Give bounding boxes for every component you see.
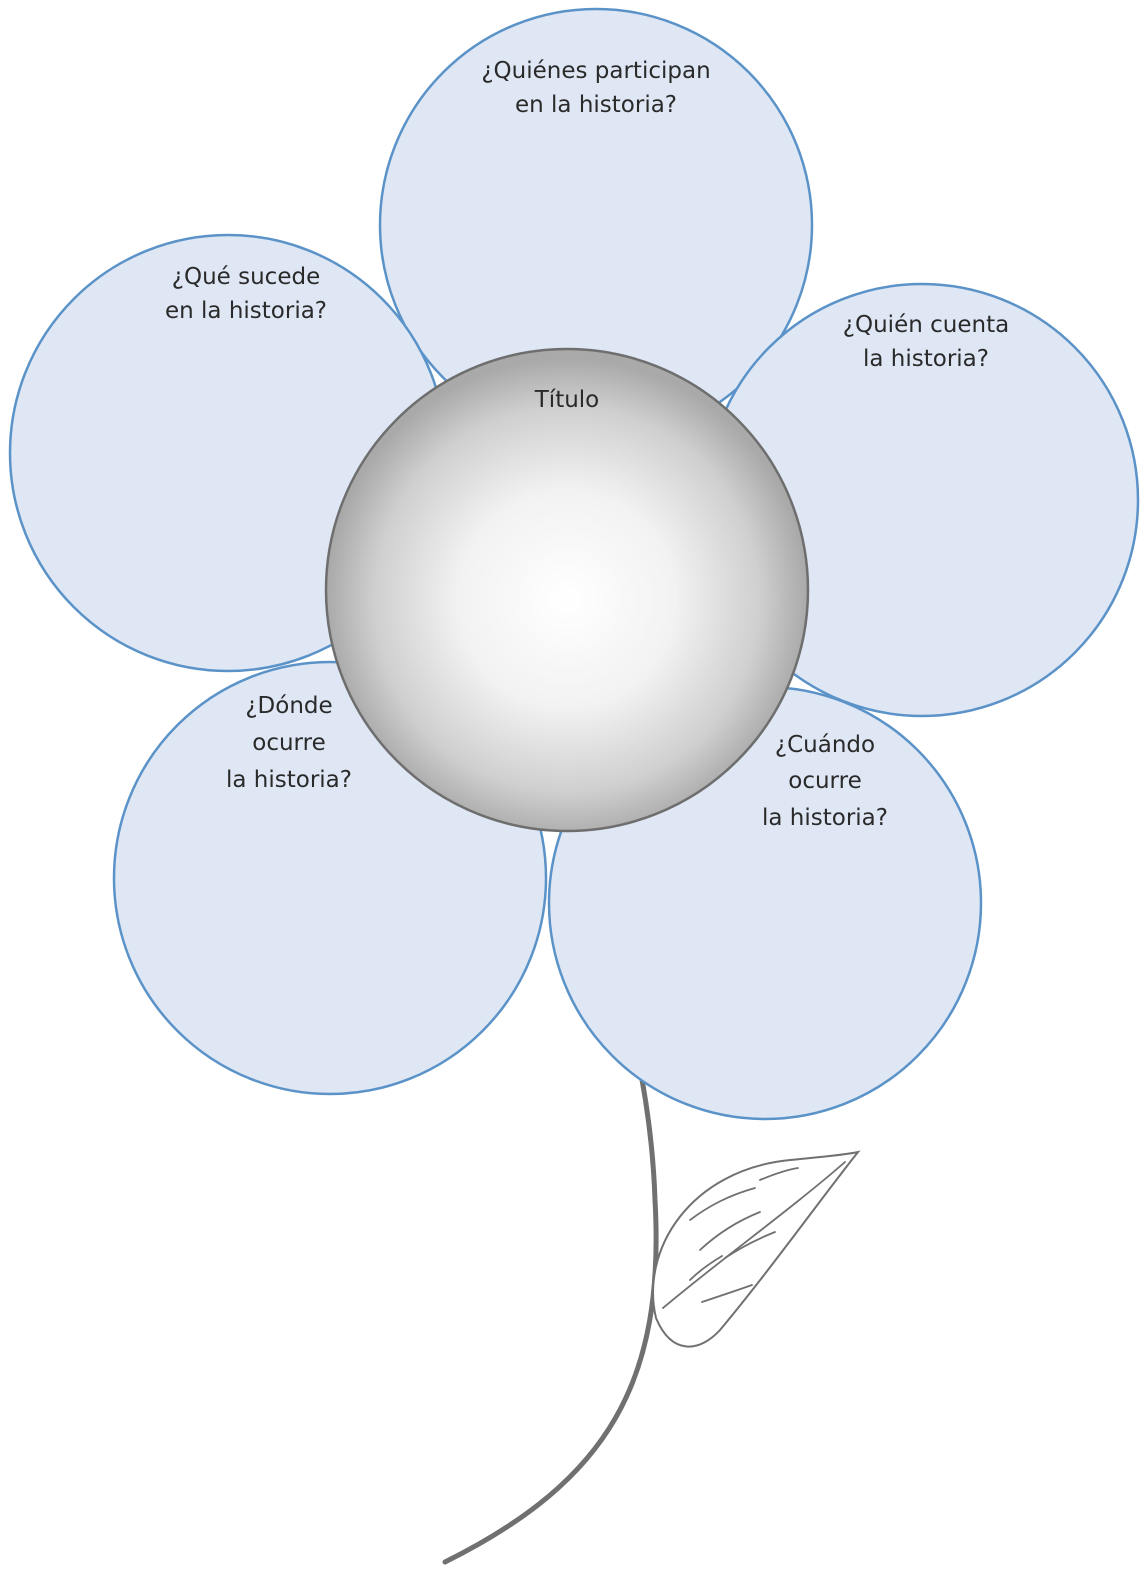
flower-center [326,349,808,831]
svg-text:¿Cuándo: ¿Cuándo [775,732,875,758]
leaf-icon [653,1152,858,1347]
svg-text:¿Qué sucede: ¿Qué sucede [172,264,320,290]
svg-text:¿Quién cuenta: ¿Quién cuenta [843,312,1009,338]
svg-text:la historia?: la historia? [762,805,888,831]
svg-text:ocurre: ocurre [252,730,325,756]
svg-text:¿Quiénes participan: ¿Quiénes participan [481,58,710,84]
svg-text:ocurre: ocurre [788,768,861,794]
svg-text:¿Dónde: ¿Dónde [245,693,332,719]
svg-text:en la historia?: en la historia? [165,298,327,324]
center-title-label: Título [534,387,600,413]
svg-text:la historia?: la historia? [226,767,352,793]
svg-text:en la historia?: en la historia? [515,92,677,118]
svg-text:la historia?: la historia? [863,346,989,372]
